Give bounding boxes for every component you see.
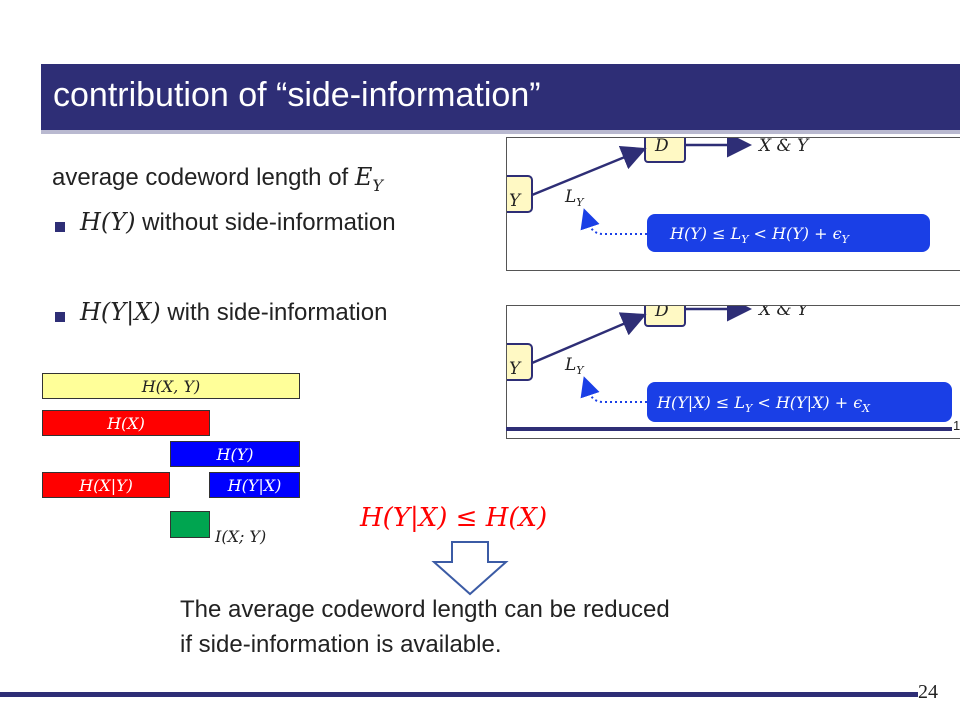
- encoder-label: Y: [509, 191, 522, 211]
- bullet-marker: [55, 222, 65, 232]
- diagram-svg: Y D X & Y LY H(Y) ≤ LY < H(Y) + ϵY: [507, 138, 930, 252]
- bar-label: H(Y|X): [227, 475, 282, 495]
- diagram-svg: Y D X & Y LY H(Y|X) ≤ LY < H(Y|X) + ϵX: [507, 306, 952, 422]
- diagram-panel-with-side-info: Y D X & Y LY H(Y|X) ≤ LY < H(Y|X) + ϵX: [506, 305, 960, 439]
- output-label: X & Y: [757, 306, 810, 320]
- bound-text: H(Y|X) ≤ LY < H(Y|X) + ϵX: [656, 393, 871, 415]
- bar-joint-entropy: H(X, Y): [42, 373, 300, 399]
- bullet-with-side-info: H(Y|X) with side-information: [80, 298, 387, 327]
- mutual-information-label: I(X; Y): [215, 527, 267, 546]
- decoder-label: D: [654, 306, 669, 321]
- bar-cond-entropy-x-given-y: H(X|Y): [42, 472, 170, 498]
- bullet2-text: with side-information: [160, 299, 388, 326]
- decoder-label: D: [654, 138, 669, 156]
- page-number: 24: [918, 681, 938, 703]
- panel-footer-line: [506, 427, 952, 431]
- bar-label: H(X): [107, 413, 145, 433]
- bullet-marker: [55, 312, 65, 322]
- bar-cond-entropy-y-given-x: H(Y|X): [209, 472, 300, 498]
- bullet2-math: H(Y|X): [80, 298, 161, 326]
- output-label: X & Y: [757, 138, 810, 156]
- encoder-label: Y: [509, 359, 522, 379]
- rate-label: LY: [564, 187, 585, 209]
- avg-text: average codeword length of: [52, 164, 355, 191]
- bar-mutual-information: [170, 511, 210, 538]
- conclusion-line-1: The average codeword length can be reduc…: [180, 596, 670, 623]
- avg-codeword-line: average codeword length of EY: [52, 163, 383, 195]
- bound-box: [647, 214, 930, 252]
- rate-label: LY: [564, 355, 585, 377]
- bound-box: [647, 382, 952, 422]
- footer-line: [0, 692, 918, 697]
- title-bar: contribution of “side-information”: [41, 64, 960, 130]
- bar-entropy-y: H(Y): [170, 441, 300, 467]
- bar-label: H(Y): [216, 444, 254, 464]
- bullet1-text: without side-information: [135, 209, 396, 236]
- avg-symbol: E: [354, 163, 373, 191]
- diagram-panel-without-side-info: Y D X & Y LY H(Y) ≤ LY < H(Y) + ϵY: [506, 137, 960, 271]
- avg-symbol-sub: Y: [372, 175, 383, 195]
- panel-page-fragment: 1: [953, 418, 960, 433]
- slide-title: contribution of “side-information”: [53, 76, 541, 114]
- conclusion-line-2: if side-information is available.: [180, 631, 502, 658]
- bar-entropy-x: H(X): [42, 410, 210, 436]
- inequality-text: H(Y|X) ≤ H(X): [360, 503, 548, 533]
- down-arrow-icon: [431, 541, 509, 596]
- bar-label: H(X|Y): [79, 475, 133, 495]
- bullet1-math: H(Y): [80, 208, 136, 236]
- bullet-without-side-info: H(Y) without side-information: [80, 208, 396, 237]
- bar-label: H(X, Y): [141, 376, 201, 396]
- bound-text: H(Y) ≤ LY < H(Y) + ϵY: [669, 224, 851, 246]
